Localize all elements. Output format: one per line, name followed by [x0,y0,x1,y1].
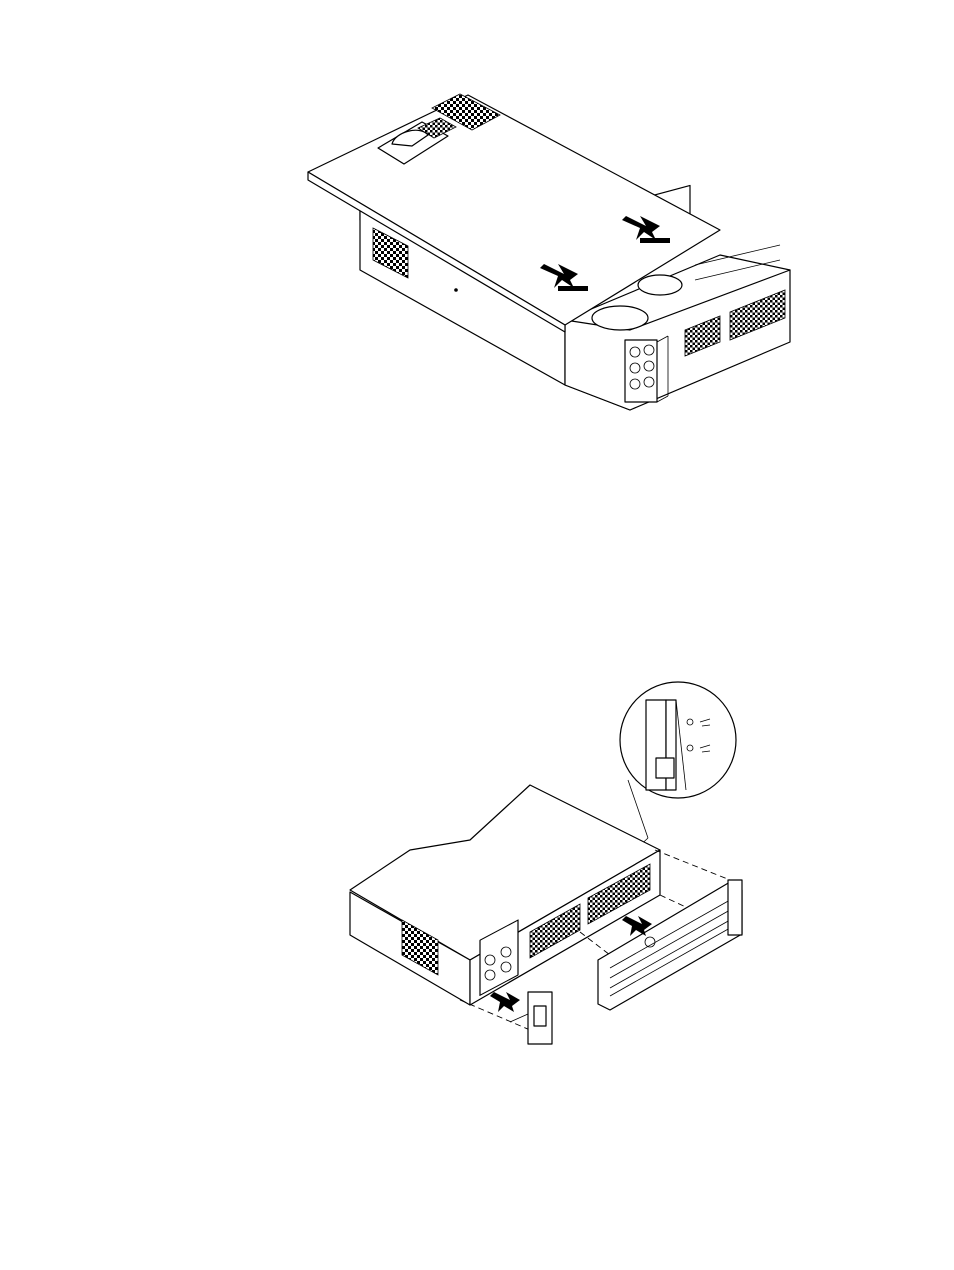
alignment-line [580,932,610,955]
screw-hole [454,288,458,292]
figure-top-cover-removal [300,80,800,420]
fan-housing [592,306,648,330]
alignment-line [655,850,735,882]
server-top-cover-illustration [300,80,800,420]
fan-housing-rear [638,275,682,295]
bezel-latch-detail-callout [620,682,736,850]
alignment-line [460,1000,530,1030]
side-piece-pull-arrow [490,992,520,1012]
front-bezel-illustration [330,670,760,1070]
figure-front-bezel-removal [330,670,760,1070]
